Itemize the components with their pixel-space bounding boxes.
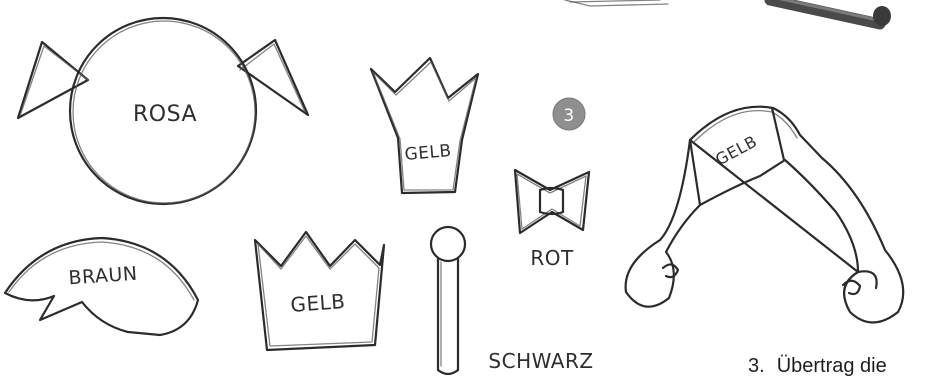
- step-number: 3: [563, 106, 574, 126]
- instruction-number: 3.: [748, 355, 765, 377]
- instruction-caption: 3. Übertrag die: [748, 355, 887, 378]
- beard-shape: BRAUN: [5, 238, 198, 335]
- crown-upper-shape: GELB: [371, 58, 478, 193]
- head-circle-shape: ROSA: [18, 18, 308, 204]
- curl-hat-shape: GELB: [626, 107, 904, 323]
- crown-lower-shape: GELB: [255, 232, 384, 350]
- pen-fragment: [565, 0, 891, 26]
- shape-label-rosa: ROSA: [133, 102, 197, 127]
- shape-label-schwarz: SCHWARZ: [488, 349, 593, 373]
- shape-label-gelb-upper: GELB: [404, 141, 453, 165]
- shape-label-rot: ROT: [530, 246, 574, 270]
- shape-label-gelb-hat: GELB: [712, 132, 760, 170]
- instruction-text: Übertrag die: [777, 355, 887, 377]
- shape-label-braun: BRAUN: [68, 263, 138, 290]
- bow-shape: ROT: [515, 170, 589, 270]
- shape-label-gelb-lower: GELB: [290, 289, 347, 317]
- step-badge: 3: [553, 98, 585, 130]
